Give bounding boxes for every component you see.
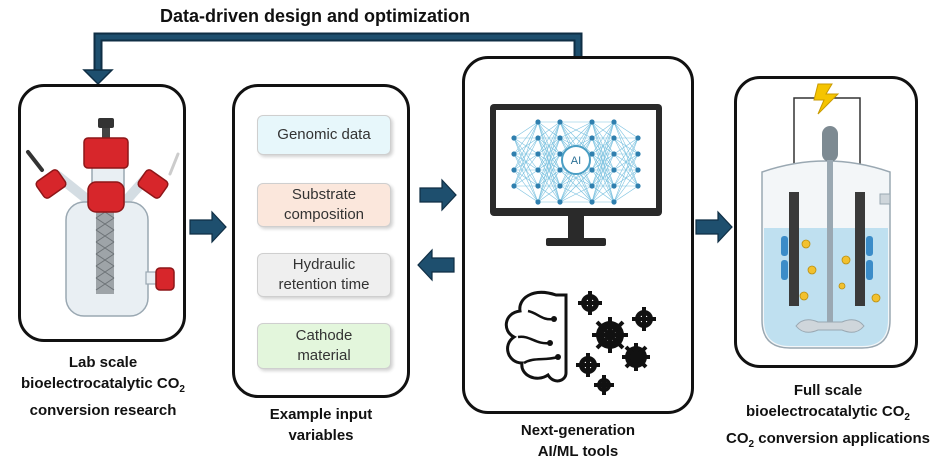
neural-network-node [557,119,563,125]
neural-network-node [611,135,617,141]
flow-arrow-lab-to-inputs [189,210,227,244]
input-cathode-material: Cathode material [257,323,391,369]
neural-network-node [535,199,541,205]
input-hydraulic-line1: Hydraulic [292,256,356,273]
lab-caption-line1: Lab scale [68,354,138,371]
input-hydraulic-retention-time: Hydraulic retention time [257,253,391,297]
flow-arrow-ai-to-inputs [417,248,455,282]
neural-network-node [635,167,641,173]
lab-caption-line2: bioelectrocatalytic CO2 [21,375,185,395]
full-scale-panel [734,76,918,368]
neural-network-node [635,183,641,189]
input-genomic-data-label: Genomic data [277,126,371,143]
feedback-title: Data-driven design and optimization [160,6,471,26]
lab-scale-caption: Lab scale bioelectrocatalytic CO2 conver… [0,352,206,421]
neural-network-node [535,183,541,189]
full-scale-reactor-illustration [761,83,891,349]
neural-network-node [589,119,595,125]
neural-network-node [611,183,617,189]
input-cathode-line1: Cathode [295,327,353,344]
full-scale-caption: Full scale bioelectrocatalytic CO2 CO2 c… [720,380,936,455]
neural-network-nodes [511,119,641,205]
neural-network-node [611,151,617,157]
flow-arrow-inputs-to-ai [419,178,457,212]
neural-network-node [635,151,641,157]
neural-network-node [535,167,541,173]
neural-network-connections [513,121,639,203]
ai-ml-panel: AI [462,56,694,414]
input-genomic-data: Genomic data [257,115,391,155]
monitor-illustration: AI [490,104,662,246]
neural-network-node [635,135,641,141]
lab-reactor-illustration [26,118,180,317]
input-cathode-line2: material [297,347,351,364]
inputs-caption-line2: variables [288,427,354,444]
neural-network-node [589,167,595,173]
neural-network-node [557,167,563,173]
neural-network-node [511,183,517,189]
neural-network-node [611,199,617,205]
neural-network-node [511,135,517,141]
neural-network-node [589,183,595,189]
neural-network-node [589,135,595,141]
lab-scale-panel [18,84,186,342]
ai-ml-caption: Next-generation AI/ML tools [462,420,694,462]
lab-caption-line3: conversion research [29,402,177,419]
neural-network-node [511,151,517,157]
input-substrate-composition: Substrate composition [257,183,391,227]
input-substrate-line1: Substrate [291,186,357,203]
full-caption-line3: CO2 conversion applications [726,430,930,450]
neural-network-node [557,183,563,189]
neural-network-node [557,151,563,157]
ai-caption-line1: Next-generation [520,422,636,439]
neural-network-node [611,167,617,173]
input-variables-panel: Genomic data Substrate composition Hydra… [232,84,410,398]
neural-network-node [557,199,563,205]
neural-network-node [535,151,541,157]
input-hydraulic-line2: retention time [278,276,370,293]
input-variables-caption: Example input variables [232,404,410,446]
full-caption-line2: bioelectrocatalytic CO2 [746,403,910,423]
brain-gears-icon [504,290,656,395]
flow-arrow-ai-to-full [695,210,733,244]
neural-network-node [557,135,563,141]
neural-network-node [535,119,541,125]
full-caption-line1: Full scale [793,382,863,399]
neural-network-node [589,199,595,205]
neural-network-node [589,151,595,157]
neural-network-node [535,135,541,141]
ai-caption-line2: AI/ML tools [537,443,619,460]
monitor-ai-label: AI [571,155,581,167]
inputs-caption-line1: Example input [269,406,373,423]
input-substrate-line2: composition [283,206,365,223]
neural-network-node [511,167,517,173]
neural-network-node [611,119,617,125]
